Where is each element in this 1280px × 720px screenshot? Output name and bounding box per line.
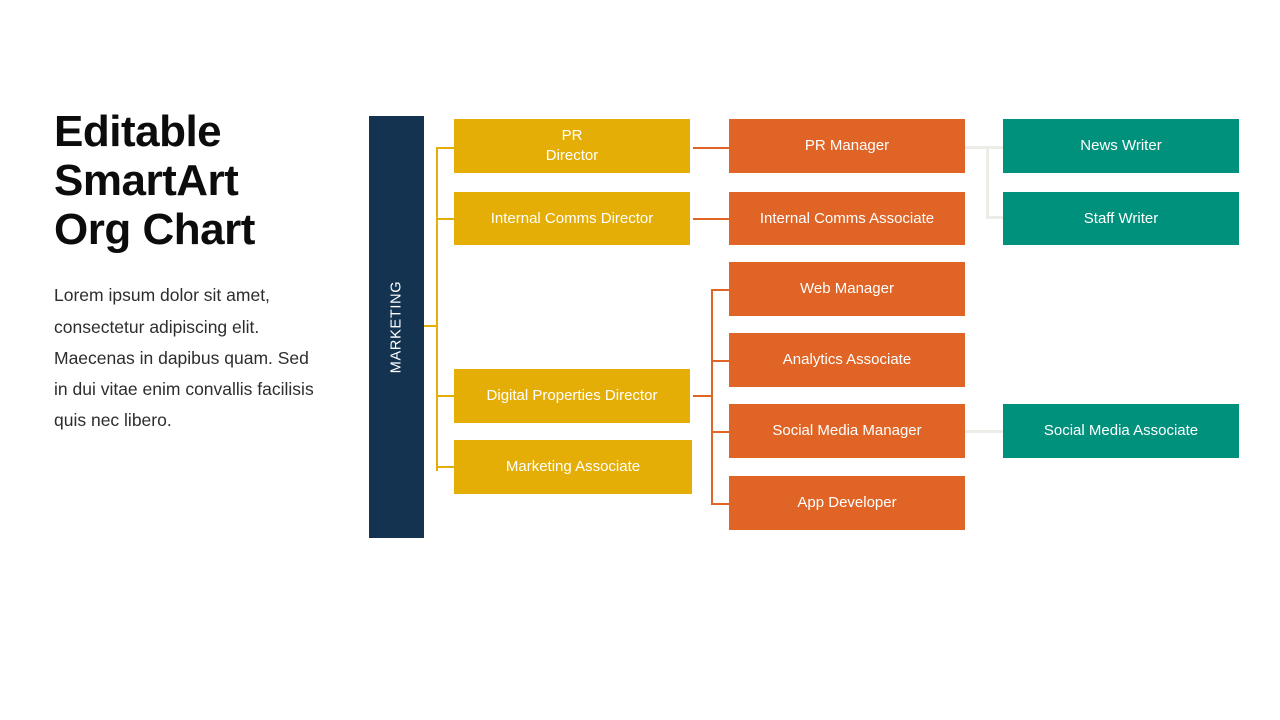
org-node-news-writer[interactable]: News Writer bbox=[1003, 119, 1239, 173]
org-node-social-media-manager[interactable]: Social Media Manager bbox=[729, 404, 965, 458]
org-node-analytics-associate-label: Analytics Associate bbox=[782, 351, 912, 369]
org-node-social-media-manager-label: Social Media Manager bbox=[772, 422, 922, 440]
org-node-internal-comms-director[interactable]: Internal Comms Director bbox=[454, 192, 690, 245]
org-node-digital-properties-director-label: Digital Properties Director bbox=[486, 387, 658, 405]
org-node-digital-properties-director[interactable]: Digital Properties Director bbox=[454, 369, 690, 423]
connector-pr-manager-to-staff-writer bbox=[986, 216, 1003, 219]
org-node-internal-comms-associate-label: Internal Comms Associate bbox=[759, 209, 935, 227]
connector-pr-director-to-pr-manager bbox=[693, 147, 729, 149]
org-node-staff-writer[interactable]: Staff Writer bbox=[1003, 192, 1239, 245]
connector-marketing-stub bbox=[424, 325, 438, 327]
org-node-marketing-associate-label: Marketing Associate bbox=[505, 458, 641, 476]
connector-marketing-to-marketing-associate bbox=[436, 466, 454, 468]
connector-pr-manager-to-news-writer bbox=[986, 146, 1003, 149]
connector-digital-properties-to-analytics-associate bbox=[711, 360, 729, 362]
org-node-analytics-associate[interactable]: Analytics Associate bbox=[729, 333, 965, 387]
org-node-internal-comms-director-label: Internal Comms Director bbox=[490, 209, 654, 227]
org-node-marketing-associate[interactable]: Marketing Associate bbox=[454, 440, 692, 494]
connector-marketing-to-pr-director bbox=[436, 147, 454, 149]
org-node-staff-writer-label: Staff Writer bbox=[1083, 209, 1159, 227]
org-node-pr-manager-label: PR Manager bbox=[804, 137, 890, 155]
org-node-marketing[interactable]: MARKETING bbox=[369, 116, 424, 538]
page-description: Lorem ipsum dolor sit amet, consectetur … bbox=[54, 285, 314, 431]
org-node-web-manager[interactable]: Web Manager bbox=[729, 262, 965, 316]
connector-social-media-manager-to-associate bbox=[965, 430, 1003, 433]
connector-internal-comms-director-to-associate bbox=[693, 218, 729, 220]
org-node-internal-comms-associate[interactable]: Internal Comms Associate bbox=[729, 192, 965, 245]
connector-digital-properties-to-app-developer bbox=[711, 503, 729, 505]
org-node-news-writer-label: News Writer bbox=[1080, 137, 1162, 155]
org-node-social-media-associate[interactable]: Social Media Associate bbox=[1003, 404, 1239, 458]
org-node-social-media-associate-label: Social Media Associate bbox=[1043, 422, 1199, 440]
connector-pr-manager-trunk bbox=[986, 146, 989, 219]
connector-pr-manager-stub bbox=[965, 146, 989, 149]
connector-marketing-to-internal-comms-director bbox=[436, 218, 454, 220]
connector-digital-properties-trunk bbox=[711, 289, 713, 503]
org-node-pr-manager[interactable]: PR Manager bbox=[729, 119, 965, 173]
connector-digital-properties-stub bbox=[693, 395, 711, 397]
org-node-app-developer[interactable]: App Developer bbox=[729, 476, 965, 530]
connector-digital-properties-to-social-media-manager bbox=[711, 431, 729, 433]
connector-digital-properties-to-web-manager bbox=[711, 289, 729, 291]
org-node-pr-director-label: PR Director bbox=[545, 127, 599, 164]
intro-text-block: Editable SmartArt Org Chart Lorem ipsum … bbox=[54, 107, 344, 436]
page-title: Editable SmartArt Org Chart bbox=[54, 107, 255, 254]
org-node-marketing-label: MARKETING bbox=[388, 280, 405, 374]
connector-marketing-to-digital-properties-director bbox=[436, 395, 454, 397]
org-node-app-developer-label: App Developer bbox=[797, 494, 897, 512]
org-node-pr-director[interactable]: PR Director bbox=[454, 119, 690, 173]
connector-marketing-trunk bbox=[436, 147, 438, 471]
org-node-web-manager-label: Web Manager bbox=[800, 280, 894, 298]
